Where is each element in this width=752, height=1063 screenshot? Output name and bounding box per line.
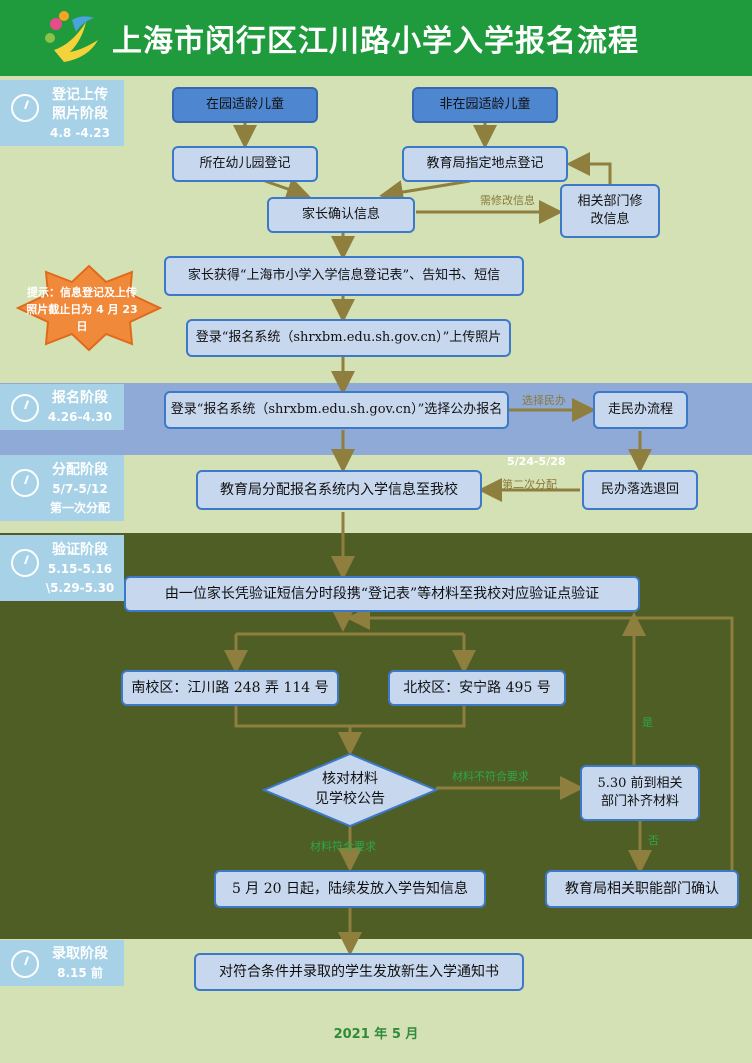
- clock-icon: [11, 394, 39, 422]
- box-private-fail: 民办落选退回: [582, 470, 698, 510]
- box-choose-public: 登录“报名系统（shrxbm.edu.sh.gov.cn）”选择公办报名: [164, 391, 509, 429]
- tip-text: 提示：信息登记及上传照片截止日为 4 月 23 日: [26, 286, 138, 333]
- label-yes: 是: [642, 716, 653, 729]
- label-second-date: 5/24-5/28: [507, 455, 566, 468]
- clock-icon: [11, 469, 39, 497]
- stage-subname: 照片阶段: [52, 106, 108, 122]
- stage-dates: 4.26-4.30: [47, 410, 113, 424]
- box-bureau-assign: 教育局分配报名系统内入学信息至我校: [196, 470, 482, 510]
- decision-check-materials: 核对材料 见学校公告: [315, 771, 385, 807]
- clock-icon: [11, 94, 39, 122]
- box-bureau-confirm: 教育局相关职能部门确认: [545, 870, 739, 908]
- box-bureau-register: 教育局指定地点登记: [402, 146, 568, 182]
- box-private-process: 走民办流程: [593, 391, 688, 429]
- box-kindergarten-register: 所在幼儿园登记: [172, 146, 318, 182]
- clock-icon: [11, 950, 39, 978]
- label-not-meet: 材料不符合要求: [452, 770, 529, 783]
- stage-admission: 录取阶段 8.15 前: [0, 940, 124, 986]
- stage-name: 分配阶段: [52, 462, 108, 478]
- stage-name: 登记上传: [52, 87, 108, 103]
- box-south-campus: 南校区：江川路 248 弄 114 号: [121, 670, 339, 706]
- label-meet: 材料符合要求: [310, 840, 376, 853]
- box-upload-photo: 登录“报名系统（shrxbm.edu.sh.gov.cn）”上传照片: [186, 319, 511, 357]
- label-second-assign: 第二次分配: [502, 478, 557, 491]
- stage-dates: 5/7-5/12: [52, 482, 108, 496]
- stage-name: 录取阶段: [52, 946, 108, 962]
- box-verify: 由一位家长凭验证短信分时段携“登记表”等材料至我校对应验证点验证: [124, 576, 640, 612]
- box-in-kindergarten: 在园适龄儿童: [172, 87, 318, 123]
- box-north-campus: 北校区：安宁路 495 号: [388, 670, 566, 706]
- tip-star-badge: [15, 264, 163, 352]
- stage-dates-2: \5.29-5.30: [45, 581, 115, 595]
- decision-diamond: [262, 752, 438, 828]
- box-admission: 对符合条件并录取的学生发放新生入学通知书: [194, 953, 524, 991]
- stage-name: 验证阶段: [52, 542, 108, 558]
- stage-dates: 4.8 -4.23: [49, 126, 111, 140]
- label-choose-private: 选择民办: [522, 394, 566, 407]
- stage-dates: 5.15-5.16: [47, 562, 113, 576]
- footer-date: 2021 年 5 月: [333, 1027, 419, 1042]
- stage-registration: 登记上传 照片阶段 4.8 -4.23: [0, 80, 124, 146]
- label-need-modify: 需修改信息: [480, 194, 535, 207]
- stage-dates: 8.15 前: [57, 966, 103, 980]
- box-parent-receive: 家长获得“上海市小学入学信息登记表”、告知书、短信: [164, 256, 524, 296]
- stage-name: 报名阶段: [52, 390, 108, 406]
- header-bar: [0, 0, 752, 76]
- stage-note: 第一次分配: [49, 501, 110, 515]
- box-parent-confirm: 家长确认信息: [267, 197, 415, 233]
- stage-verification: 验证阶段 5.15-5.16 \5.29-5.30: [0, 535, 124, 601]
- box-notice-issue: 5 月 20 日起，陆续发放入学告知信息: [214, 870, 486, 908]
- box-not-in-kindergarten: 非在园适龄儿童: [412, 87, 558, 123]
- box-related-dept-modify: 相关部门修改信息: [560, 184, 660, 238]
- label-no: 否: [648, 834, 659, 847]
- clock-icon: [11, 549, 39, 577]
- school-logo: [45, 11, 98, 62]
- page-title: 上海市闵行区江川路小学入学报名流程: [112, 24, 639, 59]
- stage-enrollment: 报名阶段 4.26-4.30: [0, 384, 124, 430]
- stage-assignment: 分配阶段 5/7-5/12 第一次分配: [0, 455, 124, 521]
- box-supplement: 5.30 前到相关部门补齐材料: [580, 765, 700, 821]
